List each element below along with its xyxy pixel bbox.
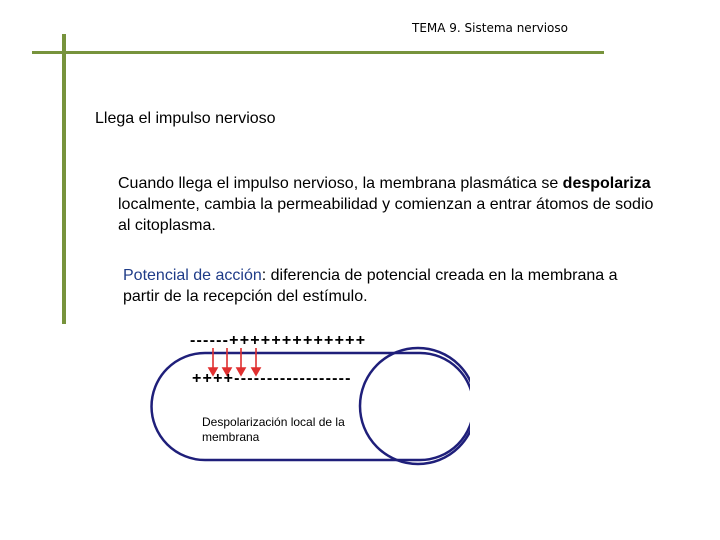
potential-definition: Potencial de acción: diferencia de poten… — [123, 265, 623, 307]
sodium-arrow-head — [221, 367, 233, 377]
slide-paragraph: Cuando llega el impulso nervioso, la mem… — [118, 173, 658, 236]
sodium-arrow-head — [250, 367, 262, 377]
membrane-circle — [358, 346, 470, 466]
potential-term: Potencial de acción — [123, 267, 262, 284]
sodium-arrows — [207, 348, 262, 377]
membrane-diagram — [150, 346, 470, 466]
membrane-charges-bottom: ++++------------------ — [192, 370, 352, 387]
slide-heading: Llega el impulso nervioso — [95, 110, 276, 127]
diagram-caption: Despolarización local de la membrana — [202, 415, 345, 444]
membrane-outline — [150, 351, 470, 462]
membrane-charges-top: ------+++++++++++++ — [190, 332, 367, 349]
header-rule-horizontal — [32, 51, 604, 54]
potential-definition-text: : diferencia de potencial creada en la m… — [123, 267, 618, 305]
paragraph-bold-term: despolariza — [562, 175, 651, 192]
header-title: TEMA 9. Sistema nervioso — [412, 21, 568, 35]
sodium-arrow-head — [235, 367, 247, 377]
sodium-arrow-head — [207, 367, 219, 377]
paragraph-text-after: localmente, cambia la permeabilidad y co… — [118, 196, 654, 234]
header-rule-vertical — [62, 34, 66, 324]
paragraph-text-before: Cuando llega el impulso nervioso, la mem… — [118, 175, 563, 192]
